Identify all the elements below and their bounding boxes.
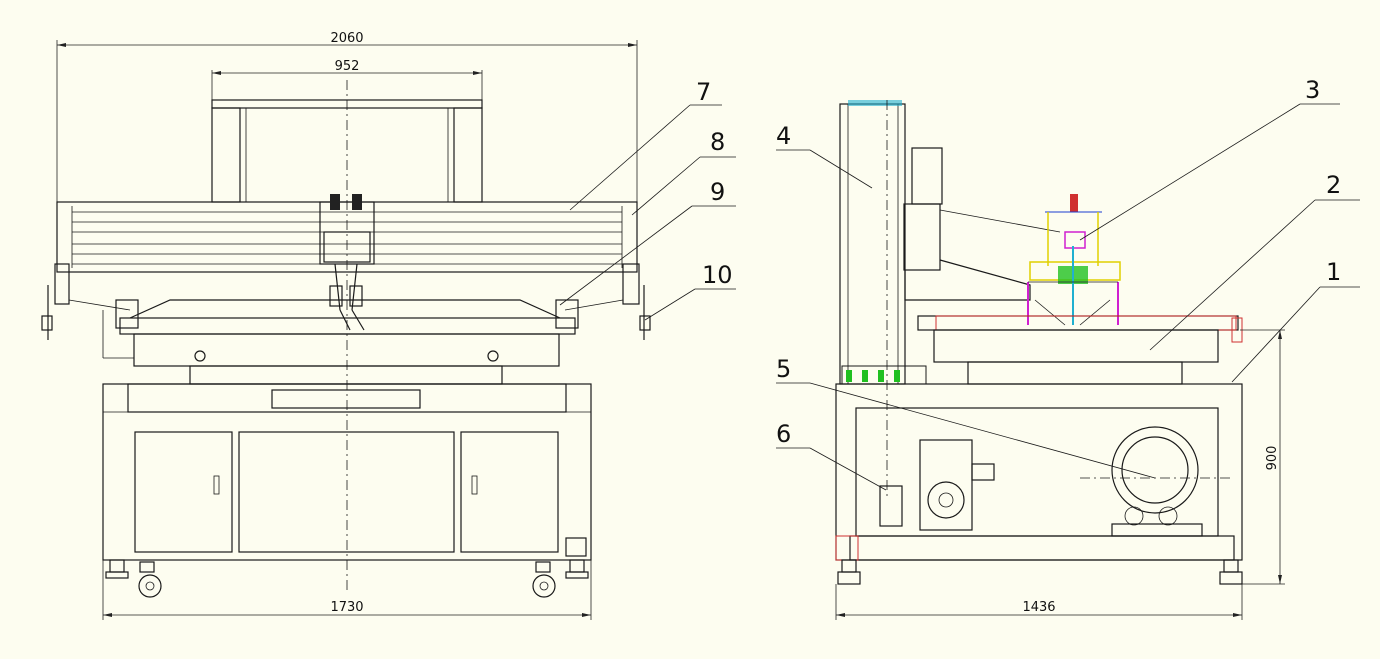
- base-cabinet: [102, 383, 592, 561]
- callout-1: 1: [1326, 258, 1341, 286]
- dimension-900: 900: [1240, 329, 1285, 585]
- side-feet: [837, 559, 1243, 585]
- print-head: [1027, 194, 1121, 326]
- dimension-1436: 1436: [835, 584, 1243, 620]
- table-rail: [917, 315, 1243, 385]
- dimension-2060: 2060: [56, 31, 638, 205]
- callouts-front: 7 8 9 10: [559, 78, 736, 321]
- dim-952-label: 952: [335, 59, 360, 74]
- callout-7: 7: [696, 78, 711, 106]
- casters: [105, 559, 589, 598]
- column: [839, 100, 927, 385]
- side-frame: [835, 383, 1243, 561]
- front-view: 2060 952: [41, 31, 736, 620]
- callout-8: 8: [710, 128, 725, 156]
- side-clamps: [41, 263, 651, 340]
- dim-1730-label: 1730: [330, 600, 363, 615]
- dim-1436-label: 1436: [1022, 600, 1055, 615]
- callouts-side: 1 2 3 4 5 6: [776, 76, 1360, 491]
- callout-4: 4: [776, 122, 791, 150]
- callout-2: 2: [1326, 171, 1341, 199]
- print-table: [102, 299, 576, 385]
- callout-9: 9: [710, 178, 725, 206]
- side-view: 1436 900 1 2 3 4 5: [776, 76, 1360, 620]
- squeegee-head: [319, 194, 375, 331]
- motor-gearbox: [879, 439, 995, 531]
- dimension-1730: 1730: [102, 560, 592, 620]
- callout-3: 3: [1305, 76, 1320, 104]
- dim-2060-label: 2060: [330, 31, 363, 46]
- blower: [1080, 426, 1230, 537]
- callout-5: 5: [776, 355, 791, 383]
- dimension-952: 952: [211, 59, 483, 100]
- callout-10: 10: [702, 261, 733, 289]
- arm-assembly: [903, 147, 1061, 301]
- callout-6: 6: [776, 420, 791, 448]
- dim-900-label: 900: [1265, 446, 1280, 471]
